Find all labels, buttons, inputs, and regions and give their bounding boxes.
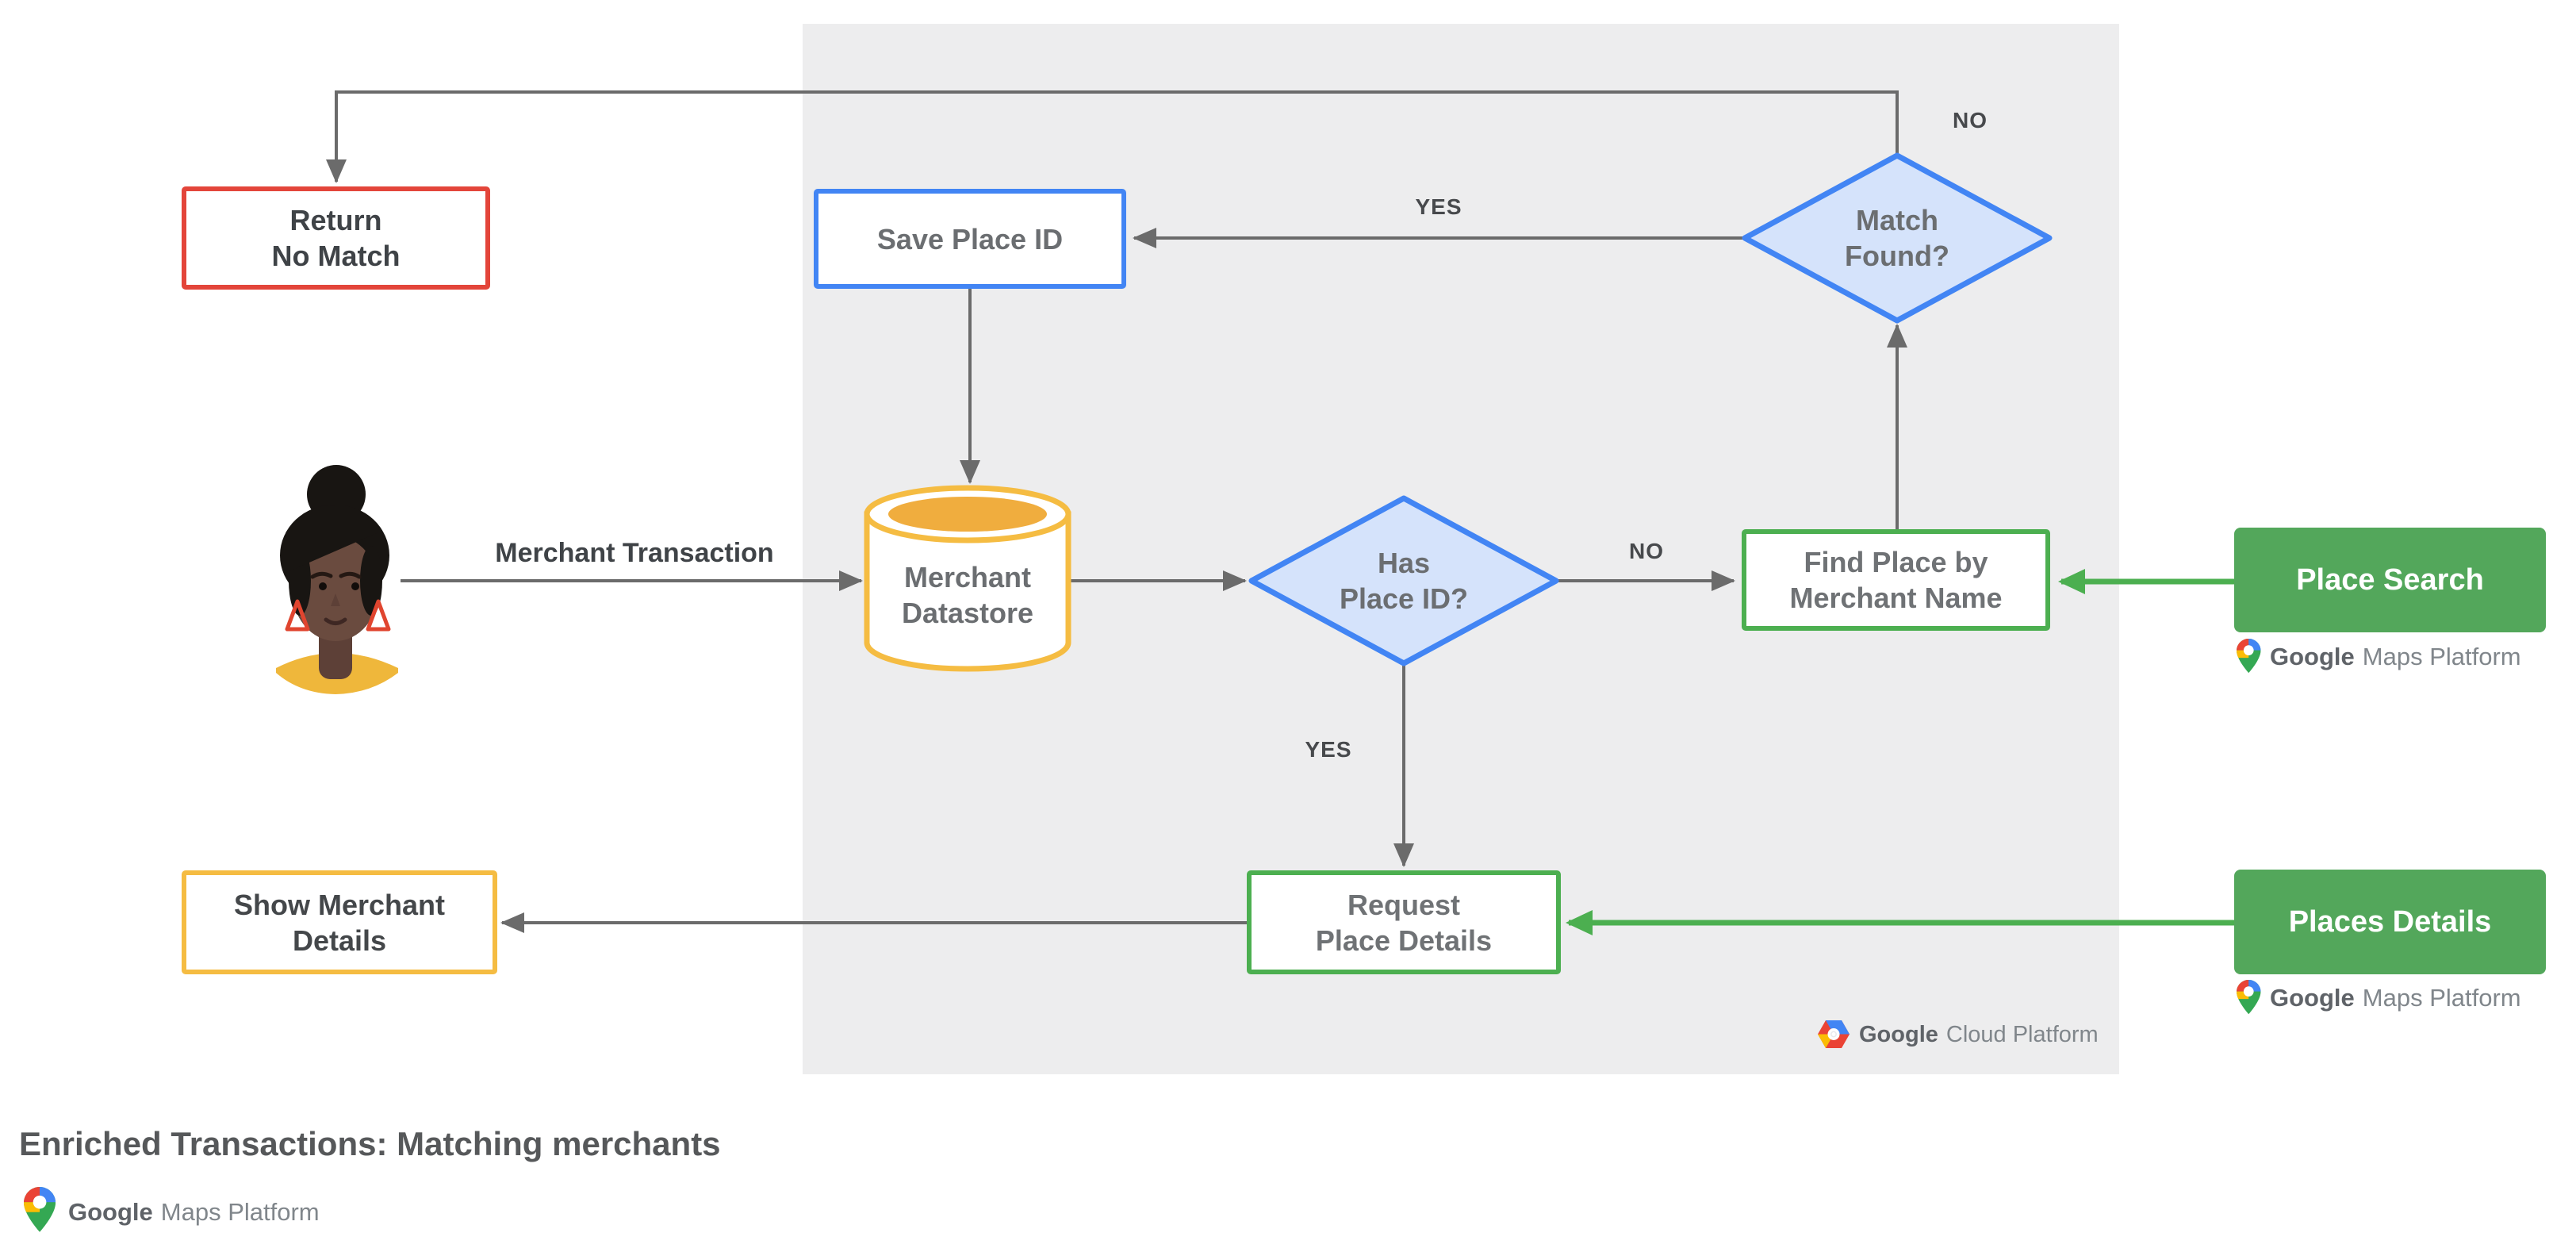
merchant-transaction-label: Merchant Transaction (495, 538, 774, 568)
logo-text: Google (2270, 984, 2355, 1012)
node-label: Merchant (903, 561, 1032, 593)
google-cloud-platform-logo: Google Cloud Platform (1859, 1020, 2099, 1049)
logo-text: Google (1859, 1021, 1938, 1047)
maps-pin-icon (2237, 980, 2260, 1014)
user-avatar-icon (276, 465, 398, 694)
node-label: Merchant Name (1789, 582, 2003, 614)
green-arrows (1566, 569, 2234, 935)
node-label: Place Search (2296, 563, 2484, 597)
logo-text: Google (68, 1198, 153, 1226)
yes-label-save: YES (1415, 194, 1462, 219)
request-place-details-box: Request Place Details (1247, 870, 1561, 974)
node-label: Found? (1845, 240, 1949, 272)
logo-text: Maps Platform (160, 1198, 320, 1226)
show-merchant-details-box: Show Merchant Details (182, 870, 497, 974)
node-label: Show Merchant (233, 888, 446, 921)
node-label: No Match (271, 240, 401, 272)
node-label: Place ID? (1339, 582, 1469, 615)
yes-label-request: YES (1305, 737, 1352, 762)
match-found-label: Match Found? (1786, 200, 2008, 276)
logo-text: Google (2270, 643, 2355, 670)
places-details-api-box: Places Details (2234, 870, 2546, 974)
arrow-no-to-return (326, 90, 1899, 183)
google-maps-platform-footer-logo: Google Maps Platform (68, 1195, 320, 1230)
cloud-hexagon-icon (1817, 1020, 1850, 1049)
node-label: Place Details (1315, 924, 1493, 957)
node-label: Datastore (901, 597, 1034, 629)
datastore-cylinder (864, 485, 1071, 672)
logo-text: Cloud Platform (1945, 1021, 2099, 1047)
has-place-id-label: Has Place ID? (1293, 543, 1515, 619)
maps-pin-icon (24, 1187, 56, 1232)
has-place-id-diamond (1248, 495, 1559, 666)
maps-pin-icon (2237, 639, 2260, 673)
gray-arrows (326, 90, 1907, 933)
merchant-datastore-label: Merchant Datastore (872, 557, 1063, 633)
node-label: Request (1347, 888, 1461, 921)
node-label: Has (1377, 547, 1431, 579)
node-label: Find Place by (1804, 546, 1988, 578)
diagram-title: Enriched Transactions: Matching merchant… (19, 1125, 721, 1162)
no-label-top: NO (1953, 108, 1988, 132)
find-place-by-merchant-name-box: Find Place by Merchant Name (1742, 529, 2050, 631)
logo-text: Maps Platform (2362, 643, 2521, 670)
node-label: Save Place ID (876, 222, 1064, 255)
no-label-find: NO (1629, 539, 1664, 563)
return-no-match-box: Return No Match (182, 186, 490, 290)
google-maps-platform-logo: Google Maps Platform (2270, 981, 2521, 1016)
place-search-api-box: Place Search (2234, 528, 2546, 632)
node-label: Places Details (2288, 904, 2492, 939)
google-maps-platform-logo: Google Maps Platform (2270, 639, 2521, 674)
match-found-diamond (1742, 152, 2053, 324)
node-label: Details (292, 924, 387, 957)
node-label: Return (289, 204, 382, 236)
node-label: Match (1855, 204, 1938, 236)
logo-text: Maps Platform (2362, 984, 2521, 1012)
save-place-id-box: Save Place ID (814, 189, 1126, 289)
